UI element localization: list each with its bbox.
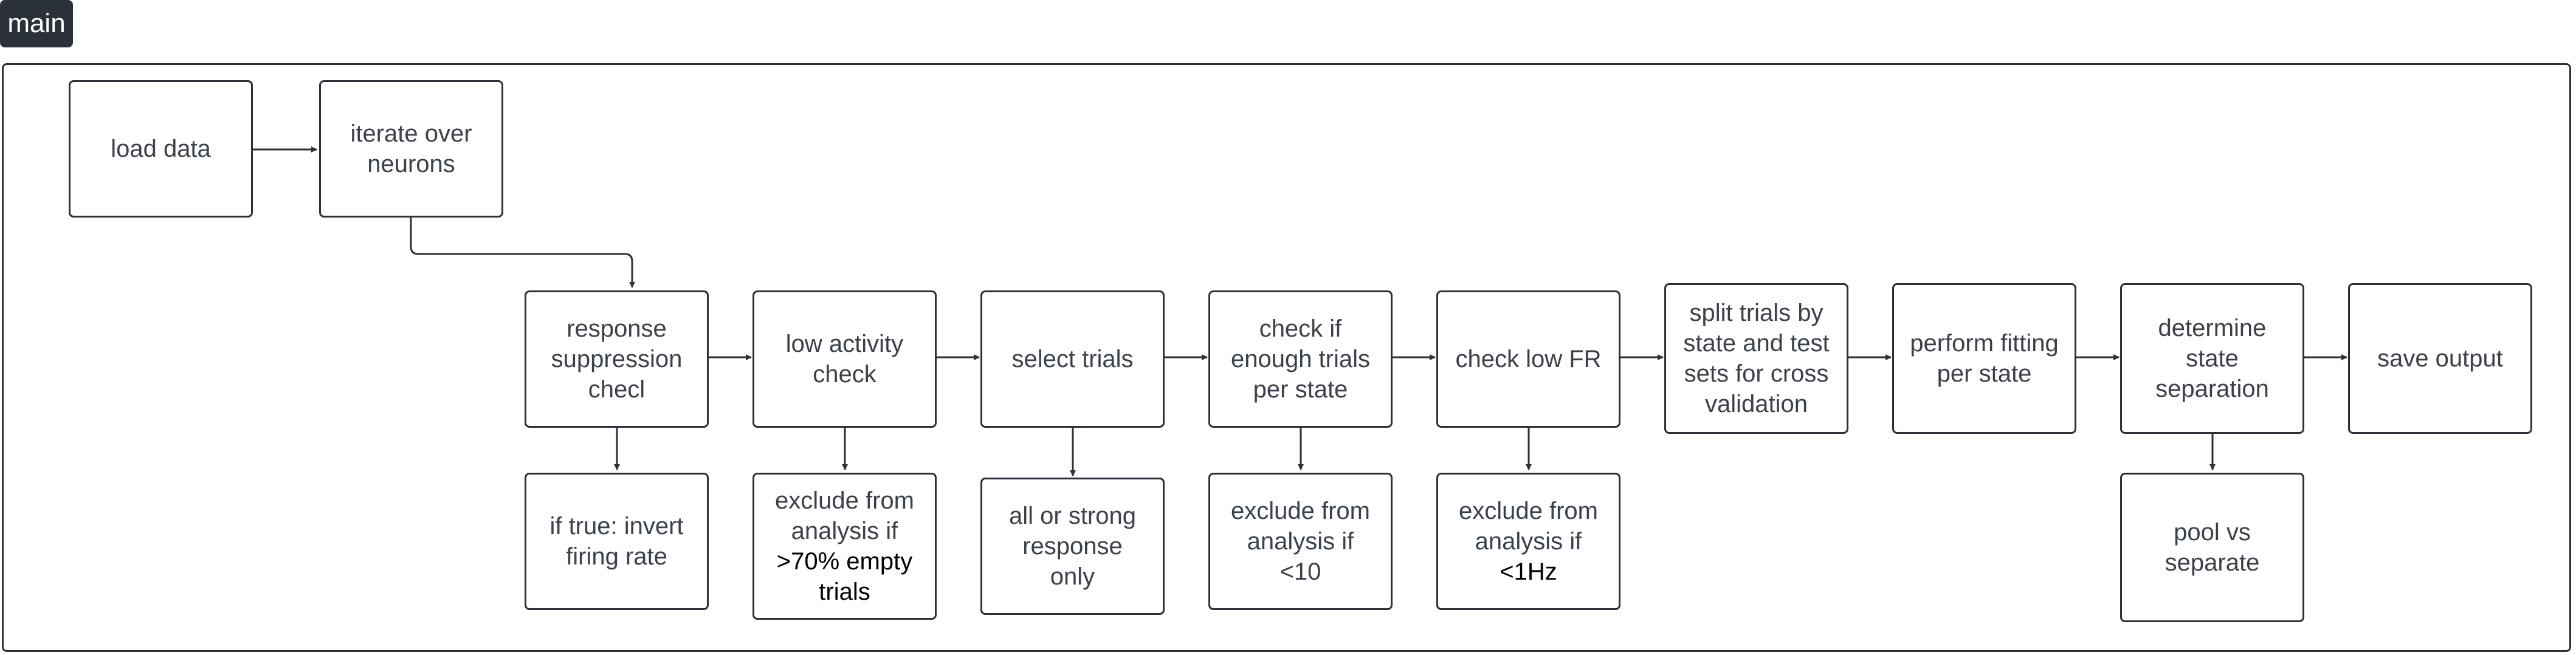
node-all-or-strong-label: all or strong response only xyxy=(1009,502,1136,590)
node-exclude-lt10: exclude from analysis if <10 xyxy=(1208,473,1393,610)
node-save-output-label: save output xyxy=(2377,345,2503,372)
node-exclude-empty-label: exclude from analysis if >70% empty tria… xyxy=(775,485,914,607)
node-exclude-lt1hz-line2: <1Hz xyxy=(1500,558,1557,585)
node-determine-separation-label: determine state separation xyxy=(2155,315,2269,402)
node-exclude-lt10-label: exclude from analysis if <10 xyxy=(1231,498,1370,585)
node-split-trials-label: split trials by state and test sets for … xyxy=(1683,300,1830,417)
frame-label: main xyxy=(0,0,73,47)
node-exclude-lt1hz: exclude from analysis if <1Hz xyxy=(1436,473,1620,610)
node-determine-separation: determine state separation xyxy=(2120,283,2304,434)
node-low-activity: low activity check xyxy=(752,290,937,428)
node-load-data: load data xyxy=(69,80,253,218)
node-load-data-label: load data xyxy=(111,135,211,162)
node-exclude-empty-line2: >70% empty trials xyxy=(776,548,913,605)
node-iterate-neurons: iterate over neurons xyxy=(319,80,503,218)
node-perform-fitting: perform fitting per state xyxy=(1892,283,2076,434)
node-enough-trials-label: check if enough trials per state xyxy=(1230,315,1371,403)
node-exclude-empty-line1: exclude from analysis if xyxy=(775,487,914,544)
node-enough-trials: check if enough trials per state xyxy=(1208,290,1393,428)
edge-iterate-to-response xyxy=(410,218,635,288)
node-iterate-neurons-label: iterate over neurons xyxy=(350,120,472,177)
node-low-activity-label: low activity check xyxy=(785,331,904,388)
node-exclude-lt1hz-line1: exclude from analysis if xyxy=(1459,498,1598,555)
main-frame xyxy=(2,63,2571,652)
node-exclude-empty: exclude from analysis if >70% empty tria… xyxy=(752,473,937,620)
node-if-true-invert-label: if true: invert firing rate xyxy=(549,513,684,570)
node-select-trials-label: select trials xyxy=(1011,346,1134,372)
node-response-suppression-label: response suppression checl xyxy=(551,315,683,403)
node-all-or-strong: all or strong response only xyxy=(980,478,1165,615)
node-if-true-invert: if true: invert firing rate xyxy=(525,473,709,610)
node-check-low-fr: check low FR xyxy=(1436,290,1620,428)
node-select-trials: select trials xyxy=(980,290,1165,428)
node-save-output: save output xyxy=(2348,283,2532,434)
node-exclude-lt1hz-label: exclude from analysis if <1Hz xyxy=(1459,496,1598,587)
node-perform-fitting-label: perform fitting per state xyxy=(1910,330,2059,387)
node-check-low-fr-label: check low FR xyxy=(1455,346,1602,372)
node-pool-vs-separate: pool vs separate xyxy=(2120,473,2304,622)
node-response-suppression: response suppression checl xyxy=(525,290,709,428)
node-split-trials: split trials by state and test sets for … xyxy=(1664,283,1848,434)
node-pool-vs-separate-label: pool vs separate xyxy=(2164,519,2260,576)
